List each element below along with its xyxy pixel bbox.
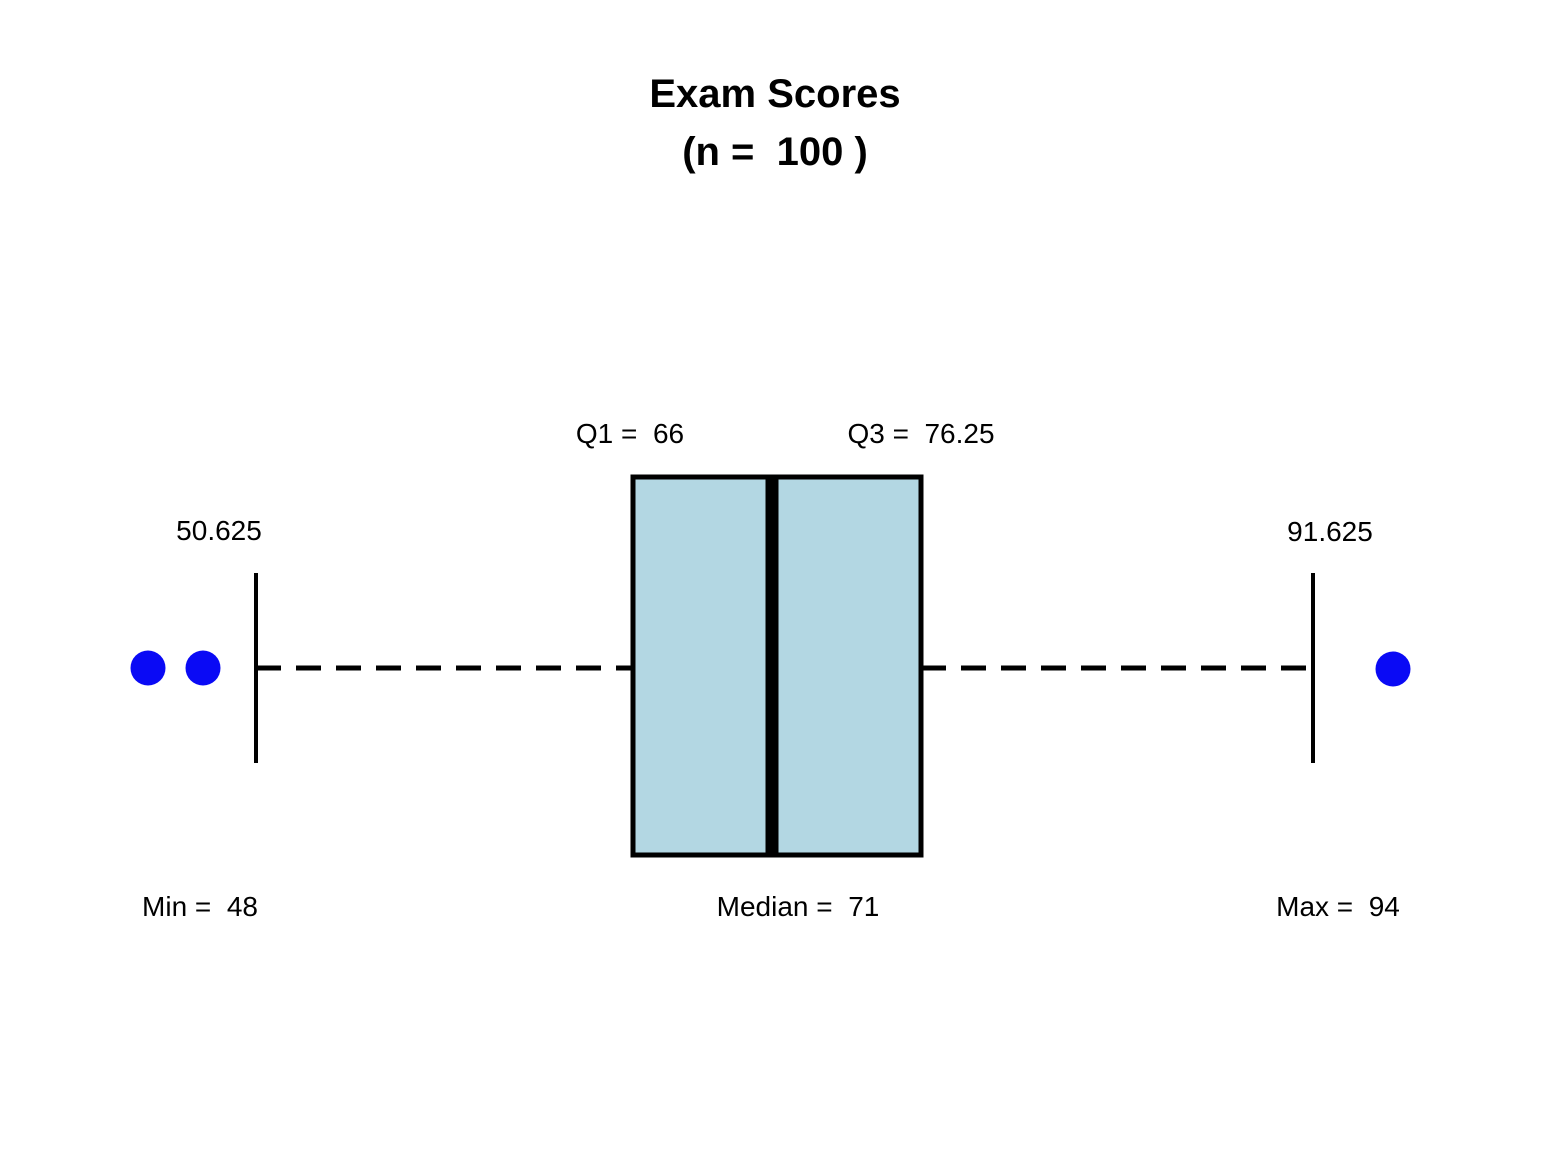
q3-label: Q3 = 76.25 — [847, 418, 995, 449]
outlier-point-high-1 — [1375, 651, 1411, 687]
outlier-point-low-1 — [130, 650, 166, 686]
max-label: Max = 94 — [1276, 891, 1400, 922]
median-label: Median = 71 — [716, 891, 880, 922]
q1-label: Q1 = 66 — [575, 418, 685, 449]
chart-subtitle: (n = 100 ) — [682, 130, 868, 174]
upper-fence-label: 91.625 — [1287, 516, 1373, 547]
lower-fence-label: 50.625 — [176, 515, 262, 546]
min-label: Min = 48 — [142, 891, 258, 922]
outlier-point-low-2 — [185, 650, 221, 686]
chart-title: Exam Scores — [649, 72, 901, 116]
